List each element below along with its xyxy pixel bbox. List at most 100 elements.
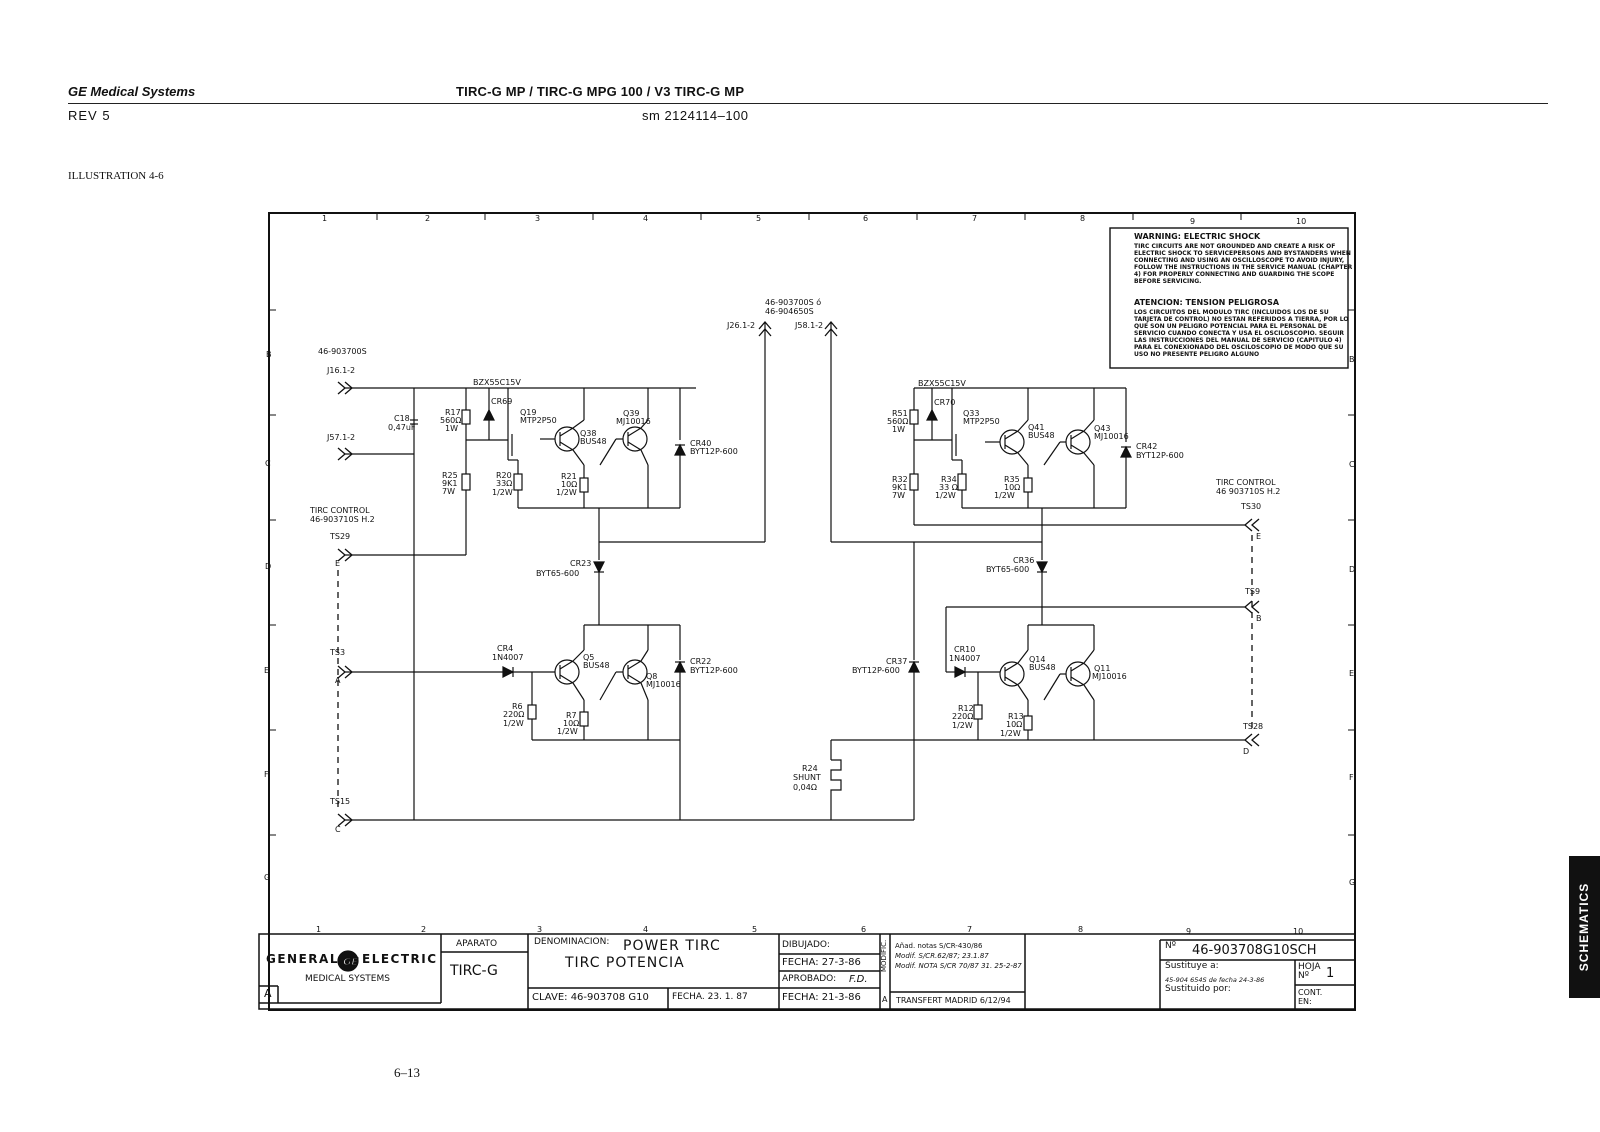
r20-power: 1/2W	[492, 488, 513, 497]
q43-label: Q43	[1094, 424, 1111, 433]
col-7-top: 7	[972, 214, 978, 223]
left-lower-circuit	[345, 624, 914, 821]
rev-letter: A	[264, 987, 272, 1000]
cr10-part: 1N4007	[949, 654, 981, 663]
cr10-label: CR10	[954, 645, 976, 654]
row-g-right: G	[1349, 878, 1356, 887]
ts29-label: TS29	[330, 532, 351, 541]
col-5-top: 5	[756, 214, 762, 223]
q33-label: Q33	[963, 409, 980, 418]
col-2-top: 2	[425, 214, 431, 223]
denominacion-en: POWER TIRC	[623, 938, 721, 954]
row-e-left: E	[264, 666, 270, 675]
cr22-label: CR22	[690, 657, 712, 666]
drawing-number: 46-903708G10SCH	[1192, 943, 1317, 958]
aparato-label: APARATO	[456, 939, 498, 949]
warning-body: TIRC CIRCUITS ARE NOT GROUNDED AND CREAT…	[1134, 243, 1353, 285]
r6-value: 220Ω	[503, 710, 525, 719]
denominacion-label: DENOMINACION:	[534, 937, 610, 947]
r24-value: 0,04Ω	[793, 783, 817, 792]
atencion-title: ATENCION: TENSION PELIGROSA	[1134, 298, 1280, 307]
aprobado-signature: F.D.	[849, 974, 868, 985]
bzx-left: BZX55C15V	[473, 378, 521, 387]
col-6-bottom: 6	[861, 925, 867, 934]
r35-label: R35	[1004, 475, 1020, 484]
document-title: TIRC-G MP / TIRC-G MPG 100 / V3 TIRC-G M…	[456, 84, 745, 99]
col-7-bottom: 7	[967, 925, 973, 934]
row-e-right: E	[1349, 669, 1355, 678]
q5-label: Q5	[583, 653, 595, 662]
c18-label: C18	[394, 414, 410, 423]
mod-note-1: Añad. notas S/CR-430/86	[895, 942, 983, 950]
q33-part: MTP2P50	[963, 417, 1000, 426]
col-6-top: 6	[863, 214, 869, 223]
q11-part: MJ10016	[1092, 672, 1127, 681]
denominacion-es: TIRC POTENCIA	[565, 955, 685, 971]
ts30-pin: E	[1256, 532, 1262, 541]
center-circuit	[764, 322, 1042, 820]
j57-label: J57.1-2	[327, 433, 356, 442]
col-8-top: 8	[1080, 214, 1086, 223]
r17-value: 560Ω	[440, 416, 462, 425]
r13-value: 10Ω	[1006, 720, 1023, 729]
r32-label: R32	[892, 475, 908, 484]
r24-type: SHUNT	[793, 773, 821, 782]
ge-brand-sub: MEDICAL SYSTEMS	[305, 974, 390, 984]
r32-value: 9K1	[892, 483, 908, 492]
cr23-part: BYT65-600	[536, 569, 580, 578]
tirc-control-right: TIRC CONTROL	[1216, 478, 1276, 487]
col-5-bottom: 5	[752, 925, 758, 934]
cr69-label: CR69	[491, 397, 513, 406]
q41-label: Q41	[1028, 423, 1045, 432]
col-3-top: 3	[535, 214, 541, 223]
r20-value: 33Ω	[496, 479, 513, 488]
title-block-lines	[258, 933, 1356, 1010]
company-name: GE Medical Systems	[68, 84, 196, 99]
r21-power: 1/2W	[556, 488, 577, 497]
sustituye-label: Sustituye a:	[1165, 961, 1219, 971]
q11-label: Q11	[1094, 664, 1111, 673]
row-b-left: B	[266, 350, 272, 359]
bzx-right: BZX55C15V	[918, 379, 966, 388]
mod-note-2: Modif. S/CR.62/87; 23.1.87	[895, 952, 989, 960]
cr42-part: BYT12P-600	[1136, 451, 1184, 460]
sustituido-label: Sustituido por:	[1165, 984, 1231, 994]
revision: REV 5	[68, 108, 111, 123]
ts9-pin: B	[1256, 614, 1262, 623]
col-1-bottom: 1	[316, 925, 322, 934]
atencion-body: LOS CIRCUITOS DEL MODULO TIRC (INCLUIDOS…	[1134, 309, 1349, 358]
hoja-no: Nº	[1298, 971, 1309, 981]
r35-power: 1/2W	[994, 491, 1015, 500]
r51-value: 560Ω	[887, 417, 909, 426]
ge-logo	[337, 950, 359, 972]
clave: CLAVE: 46-903708 G10	[532, 992, 649, 1003]
fecha-dibujo: FECHA: 27-3-86	[782, 957, 861, 968]
ts15-pin: C	[335, 825, 341, 834]
center-ref-2: 46-904650S	[765, 307, 814, 316]
hoja-label: HOJA	[1298, 962, 1321, 972]
cr37-part: BYT12P-600	[852, 666, 900, 675]
col-3-bottom: 3	[537, 925, 543, 934]
q8-part: MJ10016	[646, 680, 681, 689]
r34-power: 1/2W	[935, 491, 956, 500]
col-1-top: 1	[322, 214, 328, 223]
j16-ref: 46-903700S	[318, 347, 367, 356]
q19-part: MTP2P50	[520, 416, 557, 425]
row-f-right: F	[1349, 773, 1354, 782]
r6-power: 1/2W	[503, 719, 524, 728]
cr70-label: CR70	[934, 398, 956, 407]
schematic-frame	[268, 212, 1356, 1011]
right-lower-circuit	[831, 606, 1245, 741]
ts3-pin: A	[335, 676, 341, 685]
r32-power: 7W	[892, 491, 905, 500]
header-rule	[68, 103, 1548, 104]
r25-power: 7W	[442, 487, 455, 496]
r13-power: 1/2W	[1000, 729, 1021, 738]
cr42-label: CR42	[1136, 442, 1158, 451]
row-f-left: F	[264, 770, 269, 779]
row-c-right: C	[1349, 460, 1355, 469]
left-upper-circuit	[345, 330, 766, 820]
cr4-part: 1N4007	[492, 653, 524, 662]
